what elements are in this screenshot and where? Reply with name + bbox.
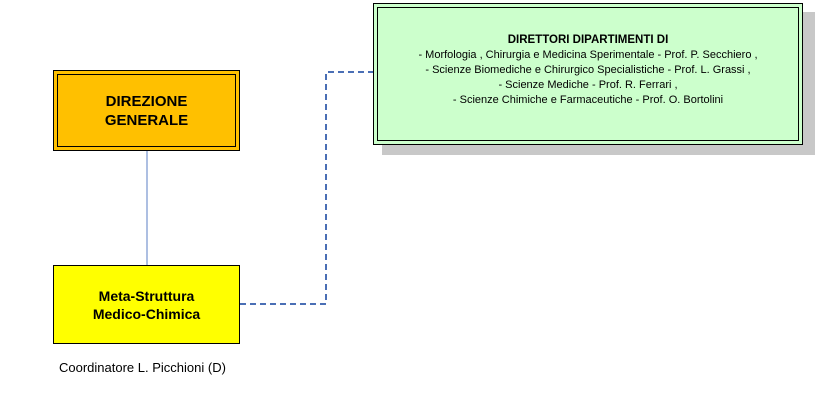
direttori-line-4: - Scienze Chimiche e Farmaceutiche - Pro… bbox=[452, 94, 724, 106]
direttori-dipartimenti-node[interactable]: DIRETTORI DIPARTIMENTI DI - Morfologia ,… bbox=[373, 3, 803, 145]
direttori-line-3: - Scienze Mediche - Prof. R. Ferrari , bbox=[498, 79, 678, 91]
meta-line-2: Medico-Chimica bbox=[92, 305, 201, 322]
direttori-line-1: - Morfologia , Chirurgia e Medicina Sper… bbox=[418, 49, 758, 61]
meta-struttura-node[interactable]: Meta-Struttura Medico-Chimica bbox=[53, 265, 240, 344]
meta-line-1: Meta-Struttura bbox=[98, 287, 195, 304]
direttori-line-2: - Scienze Biomediche e Chirurgico Specia… bbox=[425, 64, 751, 76]
direttori-title: DIRETTORI DIPARTIMENTI DI bbox=[507, 34, 669, 46]
coordinator-label: Coordinatore L. Picchioni (D) bbox=[59, 360, 226, 375]
direzione-line-2: GENERALE bbox=[104, 111, 189, 129]
direzione-generale-node[interactable]: DIREZIONE GENERALE bbox=[53, 70, 240, 151]
dashed-connector bbox=[240, 71, 373, 305]
direzione-line-1: DIREZIONE bbox=[105, 92, 188, 110]
